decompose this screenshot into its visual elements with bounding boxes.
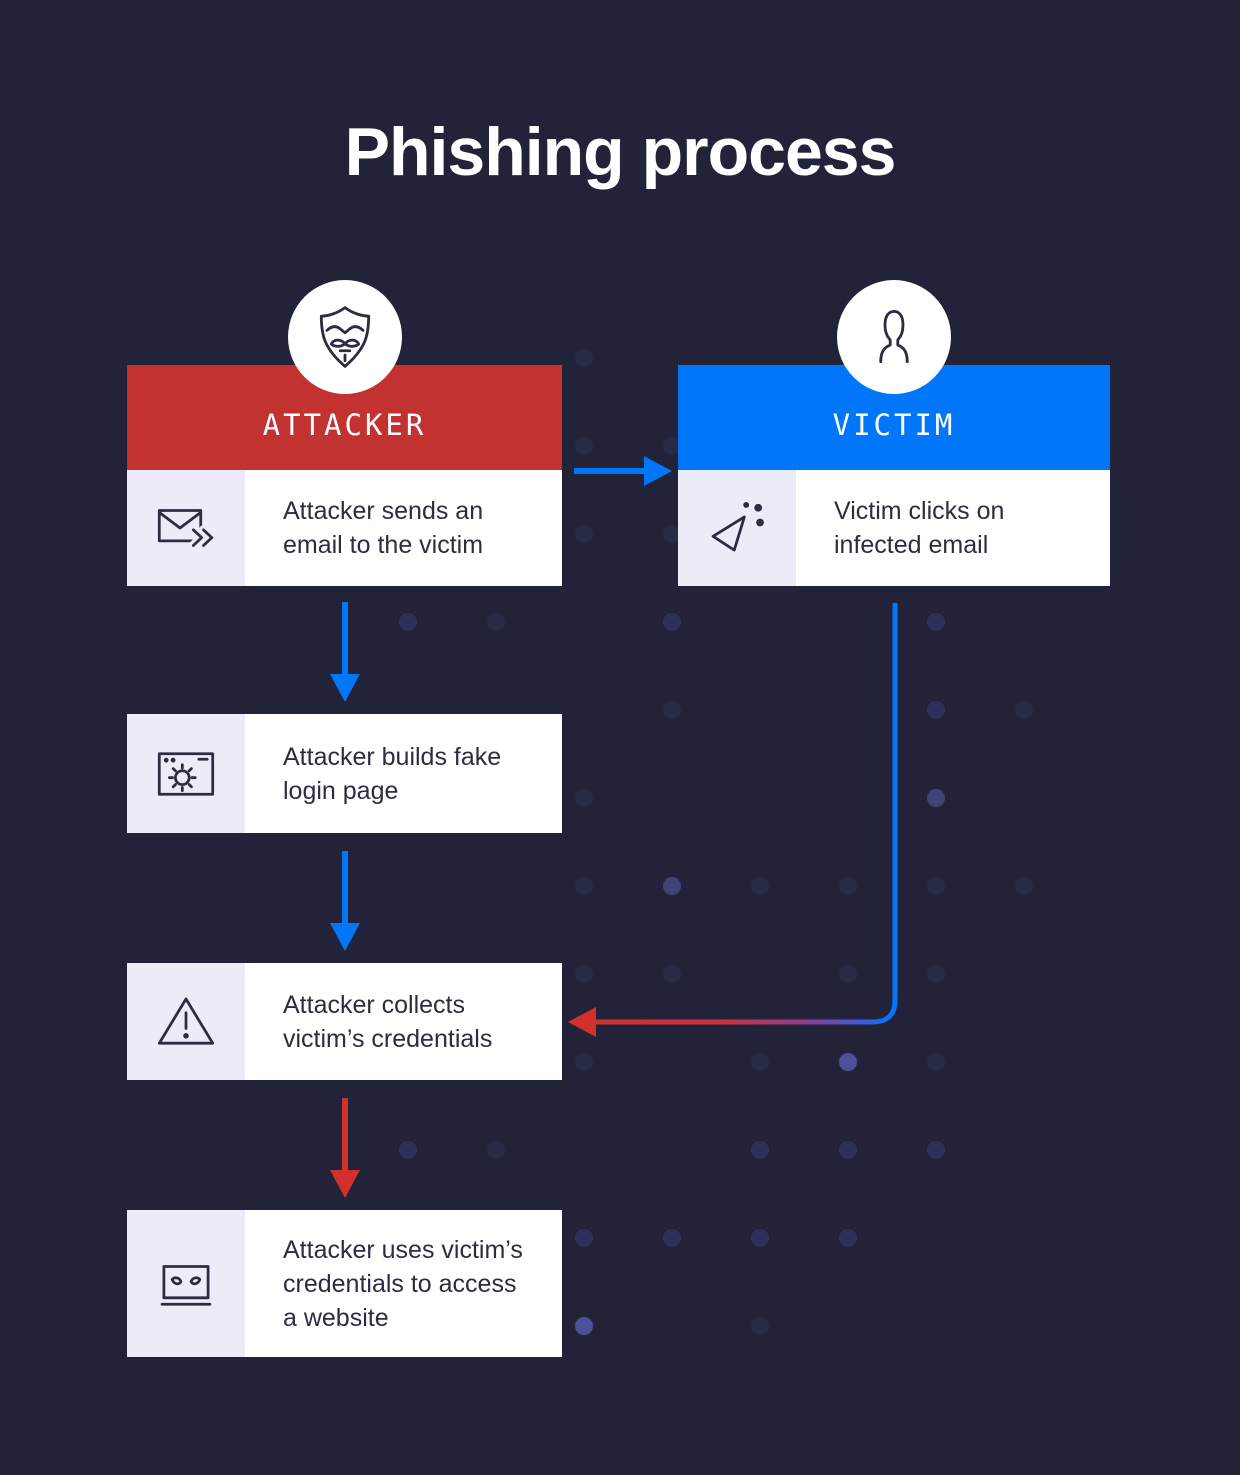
step-icon-panel [127, 1210, 245, 1357]
step-attacker-uses-credentials: Attacker uses victim’s credentials to ac… [127, 1210, 562, 1357]
arrow-builds-to-collects [330, 851, 360, 951]
step-attacker-builds-fake-page: Attacker builds fake login page [127, 714, 562, 833]
background-dot-grid [399, 349, 1033, 1335]
arrow-sends-to-builds [330, 602, 360, 702]
step-text: Attacker collects victim’s credentials [283, 990, 493, 1053]
fake-login-page-icon [157, 751, 215, 796]
step-icon-panel [127, 714, 245, 833]
step-victim-clicks-email: Victim clicks on infected email [678, 470, 1110, 586]
attacker-header-label: ATTACKER [262, 407, 427, 442]
step-icon-panel [127, 963, 245, 1080]
page-title: Phishing process [344, 114, 897, 190]
anonymous-mask-icon [319, 306, 371, 368]
victim-avatar [837, 280, 951, 394]
step-icon-panel [678, 470, 796, 586]
step-text: Attacker builds fake login page [283, 742, 502, 805]
step-attacker-sends-email: Attacker sends an email to the victim [127, 470, 562, 586]
victim-header-label: VICTIM [832, 407, 956, 442]
warning-icon [157, 997, 215, 1045]
arrow-attacker-to-victim [574, 456, 672, 486]
step-attacker-collects-credentials: Attacker collects victim’s credentials [127, 963, 562, 1080]
attacker-avatar [288, 280, 402, 394]
connector-victim-to-collects [568, 603, 898, 1037]
cursor-click-icon [711, 502, 764, 552]
step-text: Attacker uses victim’s credentials to ac… [283, 1235, 523, 1332]
person-icon [879, 310, 909, 364]
email-send-icon [157, 509, 217, 551]
step-text: Attacker sends an email to the victim [283, 497, 484, 559]
step-text: Victim clicks on infected email [834, 497, 1005, 559]
arrow-collects-to-uses [330, 1098, 360, 1198]
hacker-laptop-icon [160, 1264, 212, 1306]
step-icon-panel [127, 470, 245, 586]
